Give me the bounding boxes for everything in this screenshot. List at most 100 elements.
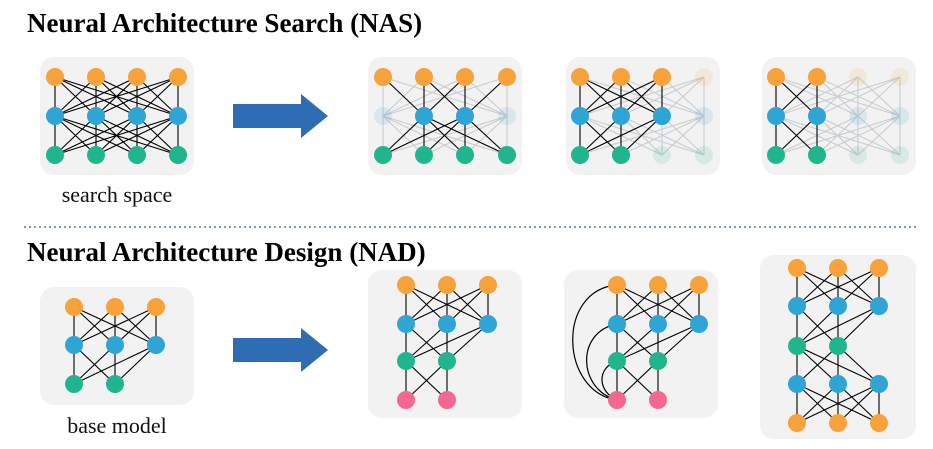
nas-candidate-3-green-node (849, 146, 867, 164)
search-space-orange-node (128, 68, 146, 86)
nad-design-3-edge (837, 305, 880, 347)
search-space-blue-node (87, 107, 105, 125)
nas-candidate-1-green-node (415, 146, 433, 164)
base-model-blue-node (106, 336, 124, 354)
nad-design-3-edge (796, 305, 880, 347)
nad-design-1-edge (405, 284, 489, 325)
nas-candidate-3-blue-node (767, 107, 785, 125)
nas-candidate-2-edge (579, 76, 663, 117)
nad-design-3-orange-node (788, 259, 806, 277)
nas-candidate-1-blue-node (498, 107, 516, 125)
nas-candidate-1-blue-node (415, 107, 433, 125)
nad-design-3-edge (796, 267, 880, 307)
nad-design-1-edge (405, 284, 448, 325)
base-model-edge (73, 344, 116, 385)
nas-title: Neural Architecture Search (NAS) (27, 8, 423, 38)
nad-design-1-edge (405, 323, 489, 362)
search-space-blue-node (169, 107, 187, 125)
nad-design-3-edge (837, 345, 880, 385)
base-model-orange-node (65, 298, 83, 316)
nas-candidate-3-green-node (767, 146, 785, 164)
nad-design-3-edge (796, 267, 839, 307)
nad-design-1-blue-node (397, 315, 415, 333)
nad-design-2-blue-node (690, 315, 708, 333)
search-space-edge (54, 76, 97, 117)
nad-design-2-green-node (608, 352, 626, 370)
base-model-orange-node (106, 298, 124, 316)
nas-candidate-2-green-node (653, 146, 671, 164)
nad-title: Neural Architecture Design (NAD) (27, 237, 426, 267)
nad-design-1-edge (405, 323, 448, 362)
nas-candidate-3-blue-node (849, 107, 867, 125)
nas-candidate-1-blue-node (456, 107, 474, 125)
nad-design-2-green-node (649, 352, 667, 370)
nas-candidate-3-faded-edge (857, 76, 901, 117)
base-model-edge (114, 306, 157, 346)
search-space-blue-node (128, 107, 146, 125)
nas-candidate-3-green-node (808, 146, 826, 164)
nad-design-3-edge (796, 305, 839, 347)
nas-candidate-3-orange-node (891, 68, 909, 86)
nas-candidate-3-faded-edge (816, 115, 901, 156)
search-space-blue-node (46, 107, 64, 125)
nas-candidate-2-orange-node (612, 68, 630, 86)
nas-candidate-1-edge (464, 115, 508, 156)
search-space-edge (54, 76, 179, 117)
nas-candidate-3-green-node (891, 146, 909, 164)
nad-design-3-orange-node (870, 259, 888, 277)
nas-candidate-2-panel (566, 57, 720, 175)
nas-candidate-2-edge (579, 115, 622, 156)
nad-design-2-skip-connection (572, 284, 618, 401)
nas-candidate-2-faded-edge (661, 115, 705, 156)
nad-design-1-orange-node (397, 276, 415, 294)
nas-candidate-2-edge (579, 76, 622, 117)
nad-design-2-edge (616, 323, 659, 362)
nad-design-1-orange-node (438, 276, 456, 294)
nad-design-3-orange-node (829, 414, 847, 432)
nad-design-3-orange-node (788, 414, 806, 432)
nad-design-3-edge (796, 345, 839, 385)
nad-design-1-orange-node (479, 276, 497, 294)
nad-arrow (233, 328, 328, 372)
nad-design-3-blue-node (829, 297, 847, 315)
nas-candidate-1-orange-node (456, 68, 474, 86)
nas-candidate-2-blue-node (695, 107, 713, 125)
nas-candidate-2-orange-node (571, 68, 589, 86)
nas-candidate-2-green-node (571, 146, 589, 164)
nad-design-3-orange-node (870, 414, 888, 432)
nad-design-2-edge (616, 284, 659, 325)
search-space-green-node (87, 146, 105, 164)
nas-arrow (233, 94, 328, 138)
nad-design-3-edge (796, 383, 839, 424)
search-space-edge (54, 76, 138, 117)
nas-candidate-3-faded-edge (775, 115, 901, 156)
nas-candidate-3-orange-node (849, 68, 867, 86)
nad-design-1-blue-node (438, 315, 456, 333)
nad-design-2-orange-node (649, 276, 667, 294)
search-space-edge (54, 115, 179, 156)
nas-candidate-2-edge (620, 76, 663, 117)
nas-candidate-3-faded-edge (816, 76, 901, 117)
nad-design-2-blue-node (649, 315, 667, 333)
nas-candidate-1-green-node (456, 146, 474, 164)
search-space-orange-node (46, 68, 64, 86)
nad-design-2-orange-node (608, 276, 626, 294)
nas-candidate-3-edge (775, 76, 818, 117)
search-space-edge (136, 115, 179, 156)
nas-candidate-1-edge (382, 115, 425, 156)
base-model-edge (73, 306, 116, 346)
nad-design-1-green-node (438, 352, 456, 370)
nas-candidate-1-blue-node (374, 107, 392, 125)
nas-candidate-1-orange-node (415, 68, 433, 86)
nad-design-2-edge (616, 323, 700, 362)
nad-design-1-pink-node (438, 391, 456, 409)
nas-candidate-1-edge (382, 76, 425, 117)
nad-design-1-edge (405, 360, 448, 401)
nas-candidate-2-blue-node (653, 107, 671, 125)
search-space-edge (136, 76, 179, 117)
nas-candidate-2-green-node (612, 146, 630, 164)
nad-design-2-skip-connection (586, 323, 618, 401)
nas-candidate-1-panel (368, 57, 522, 175)
search-space-edge (95, 115, 179, 156)
